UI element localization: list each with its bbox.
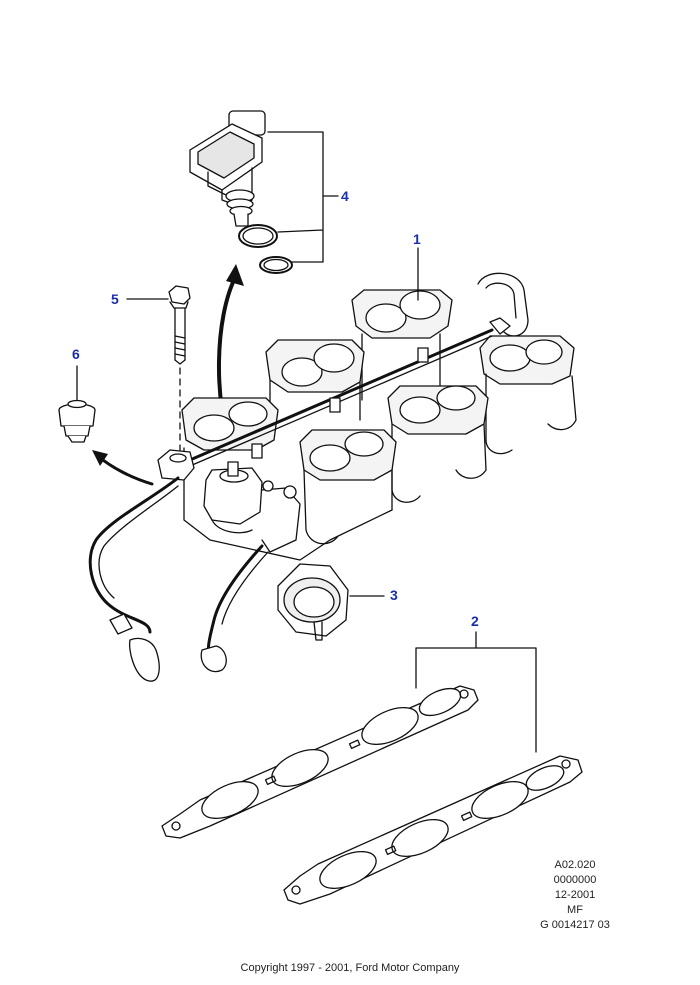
callout-3: 3: [390, 587, 398, 603]
actuator-part: [277, 563, 349, 641]
gasket-lower: [283, 755, 583, 905]
reference-drawing-id: G 0014217 03: [540, 919, 610, 931]
callout-2: 2: [471, 613, 479, 629]
reference-number: 0000000: [553, 874, 597, 886]
bolt-part: [168, 285, 191, 365]
reference-code: A02.020: [554, 859, 596, 871]
reference-initials: MF: [567, 904, 583, 916]
reference-date: 12-2001: [554, 889, 596, 901]
callout-1: 1: [413, 231, 421, 247]
clip-part: [58, 399, 96, 443]
arrow-to-clip: [96, 454, 154, 486]
o-ring-small: [259, 256, 293, 274]
callout-4: 4: [341, 188, 349, 204]
gasket-upper: [161, 685, 479, 839]
copyright-notice: Copyright 1997 - 2001, Ford Motor Compan…: [240, 962, 460, 974]
callout-5: 5: [111, 291, 119, 307]
manifold-body: [88, 272, 577, 682]
sensor-part: [189, 110, 266, 227]
leader-4: [267, 131, 339, 263]
reference-block: A02.020 0000000 12-2001 MF G 0014217 03: [530, 858, 620, 933]
leader-2: [415, 631, 537, 753]
o-ring-large: [238, 224, 278, 248]
callout-6: 6: [72, 346, 80, 362]
